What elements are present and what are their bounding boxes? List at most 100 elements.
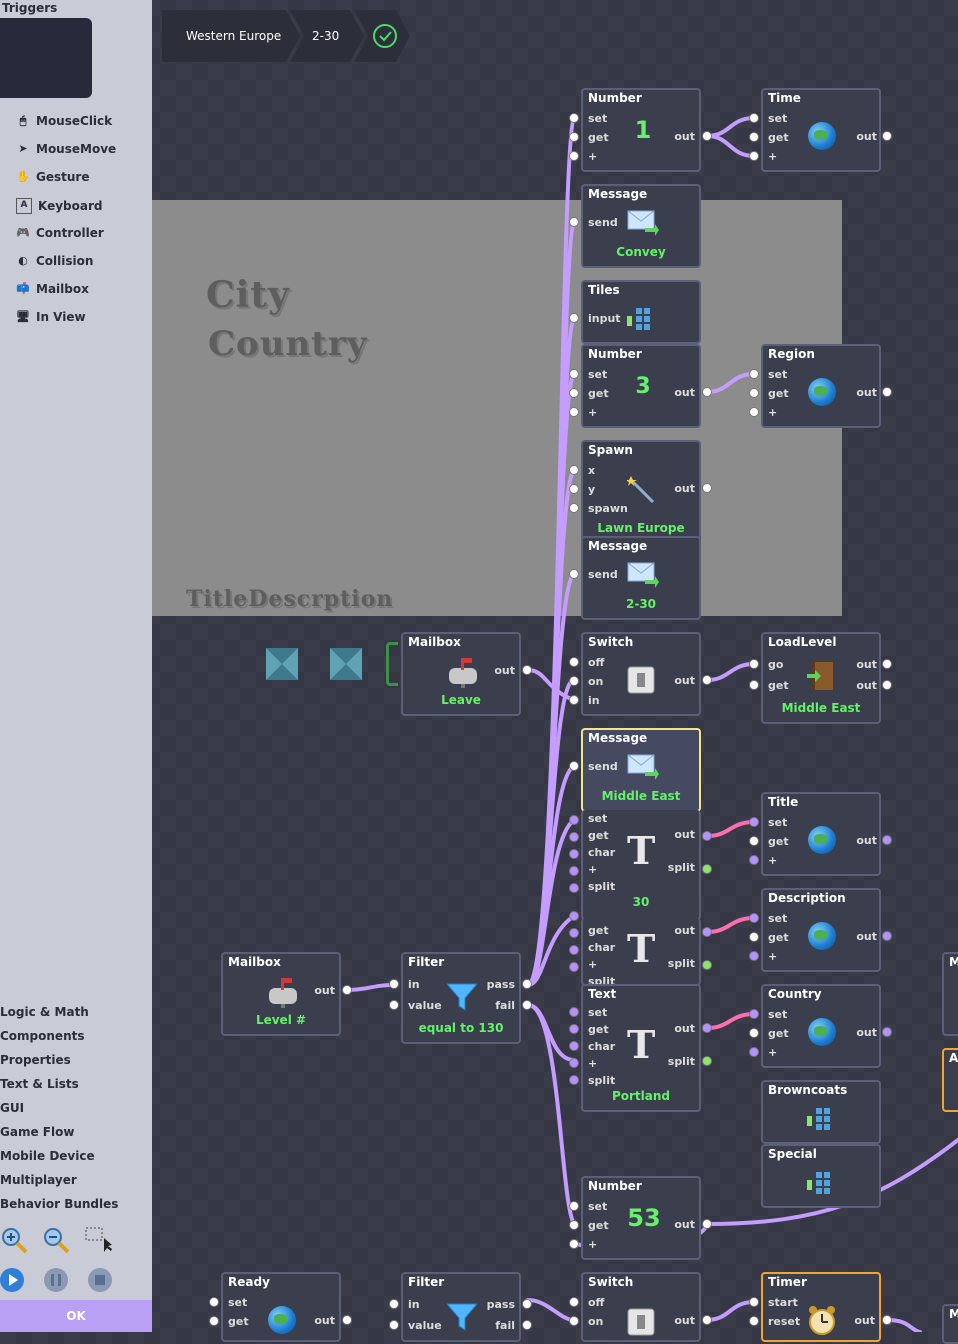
loadlevel-node[interactable]: LoadLevel go get out out Middle East	[761, 632, 881, 724]
input-port[interactable]	[569, 217, 579, 227]
output-port[interactable]	[522, 1000, 532, 1010]
input-port[interactable]	[749, 132, 759, 142]
input-port[interactable]	[569, 1075, 579, 1085]
tiles-node[interactable]: Tiles input	[581, 280, 701, 344]
trigger-in-view[interactable]: 🖥In View	[16, 310, 86, 324]
offscreen-node-3[interactable]: M	[942, 1304, 958, 1344]
number-value[interactable]: 3	[635, 374, 651, 399]
input-port[interactable]	[569, 849, 579, 859]
output-port[interactable]	[882, 680, 892, 690]
breadcrumb-world[interactable]: Western Europe	[162, 10, 300, 62]
offscreen-node-2[interactable]: Al	[942, 1048, 958, 1112]
breadcrumb-status[interactable]	[354, 10, 410, 62]
input-port[interactable]	[569, 113, 579, 123]
input-port[interactable]	[569, 761, 579, 771]
output-port[interactable]	[702, 831, 712, 841]
select-tool-icon[interactable]	[84, 1226, 112, 1254]
input-port[interactable]	[569, 503, 579, 513]
output-port[interactable]	[882, 131, 892, 141]
category-text-lists[interactable]: Text & Lists	[0, 1077, 79, 1091]
offscreen-node-1[interactable]: M	[942, 952, 958, 1036]
input-port[interactable]	[569, 132, 579, 142]
split-port[interactable]	[702, 960, 712, 970]
switch-node-1[interactable]: Switch off on in out	[581, 632, 701, 716]
input-port[interactable]	[749, 855, 759, 865]
input-port[interactable]	[569, 883, 579, 893]
input-port[interactable]	[749, 113, 759, 123]
input-port[interactable]	[749, 836, 759, 846]
input-port[interactable]	[569, 369, 579, 379]
number-node-1[interactable]: Number set get + 1 out	[581, 88, 701, 172]
input-port[interactable]	[749, 1009, 759, 1019]
input-port[interactable]	[569, 1201, 579, 1211]
timer-node[interactable]: Timer start reset out	[761, 1272, 881, 1342]
trigger-mousemove[interactable]: ➤MouseMove	[16, 142, 116, 156]
input-port[interactable]	[569, 313, 579, 323]
output-port[interactable]	[342, 1315, 352, 1325]
output-port[interactable]	[342, 985, 352, 995]
output-port[interactable]	[702, 131, 712, 141]
text-node-30[interactable]: set get char + split T out split 30	[581, 810, 701, 920]
trigger-gesture[interactable]: ✋Gesture	[16, 170, 90, 184]
text-node-portland[interactable]: Text set get char + split T out split Po…	[581, 984, 701, 1112]
input-port[interactable]	[569, 465, 579, 475]
output-port[interactable]	[882, 835, 892, 845]
input-port[interactable]	[569, 832, 579, 842]
trigger-collision[interactable]: ◐Collision	[16, 254, 93, 268]
input-port[interactable]	[749, 151, 759, 161]
input-port[interactable]	[749, 1028, 759, 1038]
output-port[interactable]	[702, 927, 712, 937]
trigger-mailbox[interactable]: 📫Mailbox	[16, 282, 89, 296]
input-port[interactable]	[749, 680, 759, 690]
input-port[interactable]	[569, 484, 579, 494]
number-node-53[interactable]: Number set get + 53 out	[581, 1176, 701, 1260]
category-properties[interactable]: Properties	[0, 1053, 71, 1067]
input-port[interactable]	[389, 979, 399, 989]
country-node[interactable]: Country set get + out	[761, 984, 881, 1068]
output-port[interactable]	[702, 483, 712, 493]
output-port[interactable]	[702, 1315, 712, 1325]
message-node-level[interactable]: Message send 2-30	[581, 536, 701, 620]
input-port[interactable]	[389, 1299, 399, 1309]
split-port[interactable]	[702, 864, 712, 874]
input-port[interactable]	[569, 962, 579, 972]
input-port[interactable]	[569, 1220, 579, 1230]
output-port[interactable]	[522, 1320, 532, 1330]
category-multiplayer[interactable]: Multiplayer	[0, 1173, 77, 1187]
category-gui[interactable]: GUI	[0, 1101, 25, 1115]
output-port[interactable]	[702, 1219, 712, 1229]
input-port[interactable]	[389, 1320, 399, 1330]
input-port[interactable]	[389, 1000, 399, 1010]
split-port[interactable]	[702, 1056, 712, 1066]
input-port[interactable]	[569, 911, 579, 921]
mailbox-node-level[interactable]: Mailbox out Level #	[221, 952, 341, 1036]
input-port[interactable]	[569, 1007, 579, 1017]
input-port[interactable]	[209, 1316, 219, 1326]
mailbox-node-leave[interactable]: Mailbox out Leave	[401, 632, 521, 716]
category-mobile-device[interactable]: Mobile Device	[0, 1149, 95, 1163]
output-port[interactable]	[882, 931, 892, 941]
pause-button[interactable]	[42, 1266, 70, 1294]
output-port[interactable]	[882, 1315, 892, 1325]
input-port[interactable]	[749, 951, 759, 961]
category-behavior-bundles[interactable]: Behavior Bundles	[0, 1197, 119, 1211]
input-port[interactable]	[569, 657, 579, 667]
trigger-mouseclick[interactable]: 🖱MouseClick	[16, 114, 112, 128]
input-port[interactable]	[749, 913, 759, 923]
input-port[interactable]	[749, 369, 759, 379]
category-game-flow[interactable]: Game Flow	[0, 1125, 75, 1139]
input-port[interactable]	[749, 1047, 759, 1057]
time-node[interactable]: Time set get + out	[761, 88, 881, 172]
input-port[interactable]	[569, 1316, 579, 1326]
input-port[interactable]	[749, 407, 759, 417]
input-port[interactable]	[749, 659, 759, 669]
category-components[interactable]: Components	[0, 1029, 85, 1043]
output-port[interactable]	[522, 665, 532, 675]
message-node-middle-east[interactable]: Message send Middle East	[581, 728, 701, 812]
input-port[interactable]	[569, 1239, 579, 1249]
input-port[interactable]	[569, 1058, 579, 1068]
input-port[interactable]	[749, 817, 759, 827]
input-port[interactable]	[209, 1297, 219, 1307]
output-port[interactable]	[882, 659, 892, 669]
